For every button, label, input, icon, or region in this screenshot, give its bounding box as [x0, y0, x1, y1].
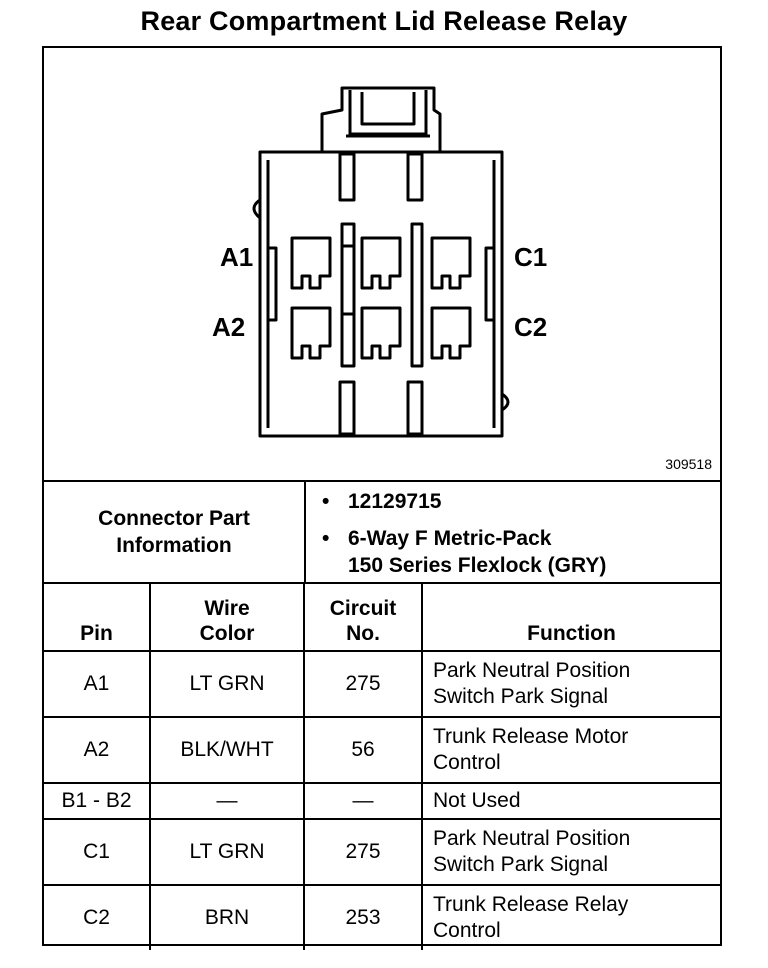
- lock-tab-grip: [360, 92, 416, 126]
- cell-wire: BRN: [149, 884, 305, 950]
- lock-tab-inner: [348, 90, 428, 136]
- pin-label-c1: C1: [514, 242, 548, 272]
- cavity-b1: [360, 236, 402, 290]
- header-circuit-line2: No.: [346, 622, 380, 645]
- cell-circuit: 253: [303, 884, 423, 950]
- header-function: Function: [421, 582, 720, 652]
- connector-body: [258, 150, 504, 438]
- connector-type-line2: 150 Series Flexlock (GRY): [348, 554, 607, 577]
- cavity-c1: [430, 236, 472, 290]
- right-latch: [501, 392, 510, 412]
- function-line2: Control: [433, 919, 501, 942]
- cell-wire: BLK/WHT: [149, 716, 305, 784]
- function-line2: Control: [433, 751, 501, 774]
- function-line2: Switch Park Signal: [433, 685, 609, 708]
- table-row: C2 BRN 253 Trunk Release Relay Control: [44, 884, 720, 950]
- cell-circuit: 275: [303, 818, 423, 886]
- cell-function: Not Used: [421, 782, 720, 820]
- function-line2: Switch Park Signal: [433, 853, 609, 876]
- function-line1: Park Neutral Position: [433, 659, 631, 682]
- cell-pin: C2: [44, 884, 151, 950]
- left-latch: [252, 198, 262, 220]
- header-circuit-line1: Circuit: [329, 597, 397, 620]
- figure-id: 309518: [665, 456, 712, 472]
- cell-function: Trunk Release Motor Control: [421, 716, 720, 784]
- cell-wire: —: [149, 782, 305, 820]
- header-pin: Pin: [44, 582, 151, 652]
- cavity-a2: [290, 306, 332, 360]
- table-header-row: Pin Wire Color Circuit No. Function: [44, 582, 720, 652]
- connector-sheet: A1 A2 C1 C2 309518 Connector Part Inform…: [42, 46, 722, 950]
- function-line1: Park Neutral Position: [433, 827, 631, 850]
- table-row: A2 BLK/WHT 56 Trunk Release Motor Contro…: [44, 716, 720, 784]
- function-line1: Trunk Release Relay: [433, 893, 629, 916]
- pinout-table: Pin Wire Color Circuit No. Function A1 L…: [44, 582, 720, 950]
- function-line1: Trunk Release Motor: [433, 725, 629, 748]
- cell-pin: B1 - B2: [44, 782, 151, 820]
- connector-part-info: Connector Part Information • 12129715 • …: [44, 480, 720, 584]
- connector-diagram: A1 A2 C1 C2 309518: [44, 48, 720, 480]
- function-line1: Not Used: [433, 789, 521, 812]
- page-title: Rear Compartment Lid Release Relay: [140, 6, 628, 36]
- bottom-guide-left: [338, 380, 356, 436]
- cell-wire: LT GRN: [149, 818, 305, 886]
- connector-part-info-values: • 12129715 • 6-Way F Metric-Pack 150 Ser…: [306, 488, 606, 579]
- header-wire-line1: Wire: [204, 597, 250, 620]
- cavity-a1: [290, 236, 332, 290]
- cavity-b2: [360, 306, 402, 360]
- part-number: 12129715: [348, 490, 442, 513]
- table-row: C1 LT GRN 275 Park Neutral Position Swit…: [44, 818, 720, 886]
- cavity-c2: [430, 306, 472, 360]
- table-row: A1 LT GRN 275 Park Neutral Position Swit…: [44, 650, 720, 718]
- cpi-item: • 12129715: [306, 488, 606, 515]
- bullet: •: [322, 527, 330, 550]
- top-guide-right: [406, 152, 424, 202]
- table-row: B1 - B2 — — Not Used: [44, 782, 720, 820]
- cpi-label-line1: Connector Part: [98, 507, 250, 530]
- cell-pin: C1: [44, 818, 151, 886]
- pin-label-a2: A2: [212, 312, 246, 342]
- pin-label-c2: C2: [514, 312, 548, 342]
- bullet: •: [322, 490, 330, 513]
- cell-pin: A1: [44, 650, 151, 718]
- lock-tab-outer: [320, 86, 442, 152]
- connector-drawing: [252, 86, 510, 438]
- bottom-guide-right: [406, 380, 424, 436]
- cell-circuit: 275: [303, 650, 423, 718]
- pin-label-a1: A1: [220, 242, 254, 272]
- cpi-label-line2: Information: [116, 534, 232, 557]
- cell-circuit: —: [303, 782, 423, 820]
- cell-circuit: 56: [303, 716, 423, 784]
- cell-function: Park Neutral Position Switch Park Signal: [421, 650, 720, 718]
- top-guide-left: [338, 152, 356, 202]
- header-circuit: Circuit No.: [303, 582, 423, 652]
- header-wire-line2: Color: [199, 622, 255, 645]
- cpi-item: • 6-Way F Metric-Pack 150 Series Flexloc…: [306, 525, 606, 579]
- cell-function: Park Neutral Position Switch Park Signal: [421, 818, 720, 886]
- cell-wire: LT GRN: [149, 650, 305, 718]
- header-wire-color: Wire Color: [149, 582, 305, 652]
- connector-type-line1: 6-Way F Metric-Pack: [348, 527, 552, 550]
- connector-part-info-label: Connector Part Information: [44, 482, 306, 582]
- cell-function: Trunk Release Relay Control: [421, 884, 720, 950]
- cell-pin: A2: [44, 716, 151, 784]
